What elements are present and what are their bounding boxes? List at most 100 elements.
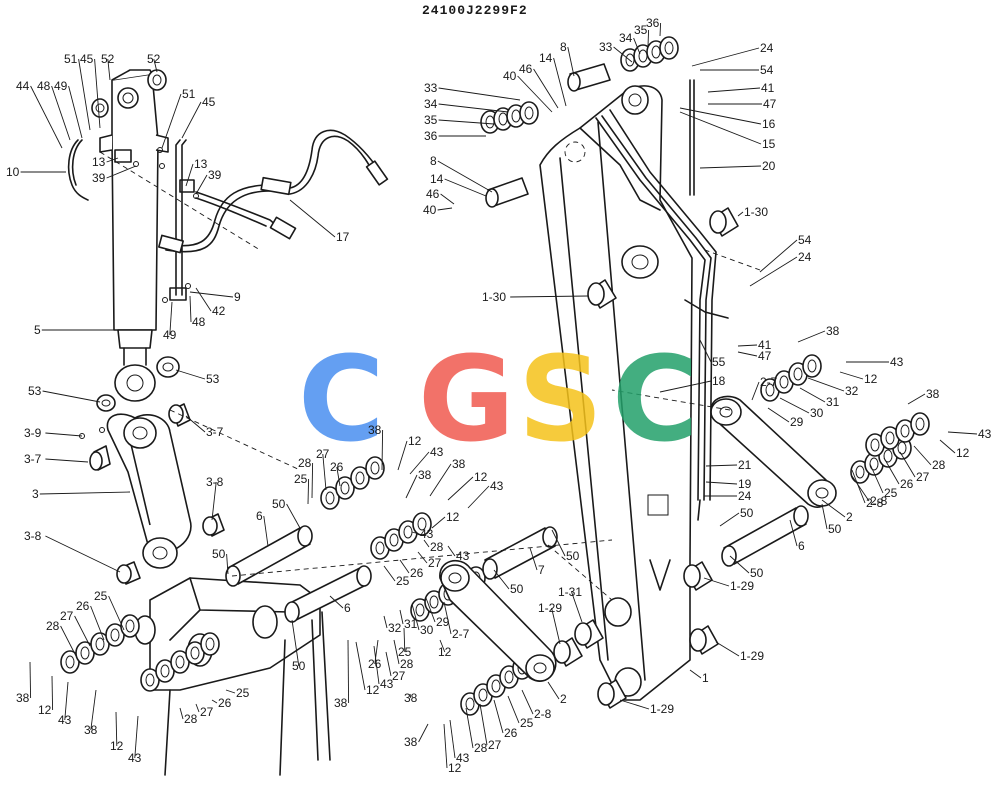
callout-label: 10 [6,165,20,179]
callout-label: 12 [38,703,52,717]
callout-label: 27 [428,556,442,570]
callout-label: 19 [738,477,752,491]
callout-leader [689,669,702,679]
callout-label: 38 [84,723,98,737]
callout-leader [68,85,83,139]
callout-leader [90,689,97,731]
callout-label: 12 [864,372,878,386]
callout-leader [291,619,300,667]
callout-label: 12 [408,434,422,448]
callout-label: 12 [956,446,970,460]
callout-leader [108,595,125,631]
callout-leader [397,440,408,471]
callout-label: 27 [488,738,502,752]
callout-leader [374,639,379,665]
callout-label: 2 [560,692,567,706]
callout-label: 15 [762,137,776,151]
callout-leader [567,46,575,77]
callout-label: 14 [539,51,553,65]
callout-leader [547,681,560,700]
washer [120,614,140,638]
washer-hole [807,359,817,373]
callout-label: 28 [46,619,60,633]
callout-leader [286,503,301,529]
callout-label: 12 [446,510,460,524]
callout-leader [175,369,206,380]
callout-leader [719,512,740,527]
watermark-cgsc: C G S C [298,330,699,468]
washer-hole [145,673,155,687]
callout-label: 43 [890,355,904,369]
callout-label: 51 [64,52,78,66]
callout-leader [211,699,218,704]
callout-leader [799,387,826,403]
callout-leader [913,445,932,466]
callout-label: 38 [926,387,940,401]
callout-label: 40 [503,69,517,83]
callout-leader [161,93,182,149]
callout-label: 3-7 [206,425,224,439]
callout-label: 50 [292,659,306,673]
callout-label: 27 [392,669,406,683]
callout-leader [553,57,567,107]
callout-leader [851,469,866,504]
washer-hole [175,655,185,669]
callout-label: 50 [510,582,524,596]
callout-label: 38 [452,457,466,471]
callout-leader [399,609,404,625]
callout-label: 41 [761,81,775,95]
callout-leader [181,101,202,139]
callout-leader [429,463,452,497]
callout-leader [703,577,730,587]
callout-label: 25 [398,645,412,659]
callout-leader [437,160,493,193]
callout-leader [447,545,456,557]
callout-label: 16 [762,117,776,131]
callout-leader [699,339,712,363]
callout-label: 38 [404,735,418,749]
callout-label: 3-8 [206,475,224,489]
washer-hole [524,106,534,120]
callout-label: 1-31 [558,585,582,599]
callout-leader [737,211,744,217]
callout-leader [517,75,553,113]
callout-leader [411,531,420,535]
callout-leader [465,707,474,749]
washer-hole [205,637,215,651]
callout-leader [64,681,69,721]
washer-hole [883,449,893,463]
callout-label: 6 [344,601,351,615]
arm-cylinder-pin-lower [284,565,372,623]
callout-leader [729,555,750,574]
callout-leader [195,287,212,312]
callout-leader [619,699,650,710]
callout-leader [443,723,448,769]
callout-label: 43 [456,549,470,563]
callout-label: 54 [798,233,812,247]
callout-leader [355,641,366,691]
callout-leader [179,707,184,720]
washer-hole [779,375,789,389]
callout-leader [705,464,738,467]
callout-leader [493,699,504,734]
callout-leader [551,607,561,645]
washer-hole [355,471,365,485]
callout-leader [551,529,566,557]
callout-label: 46 [519,62,533,76]
arm-1 [539,85,693,701]
washer-hole [65,655,75,669]
callout-leader [60,625,77,657]
callout-label: 12 [366,683,380,697]
callout-leader [106,157,119,163]
callout-label: 50 [828,522,842,536]
callout-label: 3-8 [24,529,42,543]
drawing-number: 24100J2299F2 [422,3,528,18]
callout-label: 50 [750,566,764,580]
callout-label: 35 [424,113,438,127]
callout-label: 55 [712,355,726,369]
callout-leader [94,58,101,129]
callout-leader [759,239,798,273]
link-3 [79,403,225,585]
callout-label: 25 [396,574,410,588]
callout-label: 6 [256,509,263,523]
